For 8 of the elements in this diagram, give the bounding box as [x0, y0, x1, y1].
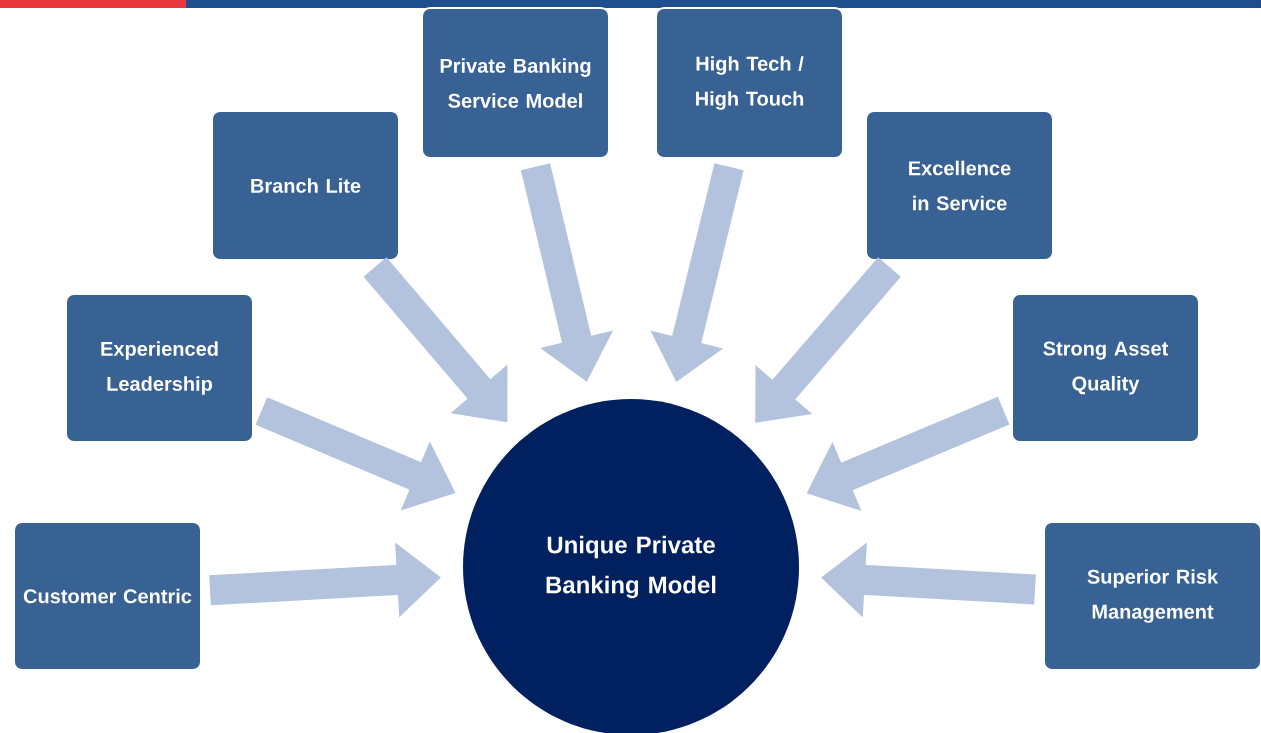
text-box: Customer Centric [13, 521, 202, 671]
text-box: Superior Risk Management [1043, 521, 1261, 671]
text-box: Branch Lite [211, 110, 400, 261]
text-box: Private Banking Service Model [421, 7, 610, 159]
text-box: High Tech / High Touch [655, 7, 844, 159]
text-box: Strong Asset Quality [1011, 293, 1200, 443]
text-box: Experienced Leadership [65, 293, 254, 443]
text-box: Excellence in Service [865, 110, 1054, 261]
